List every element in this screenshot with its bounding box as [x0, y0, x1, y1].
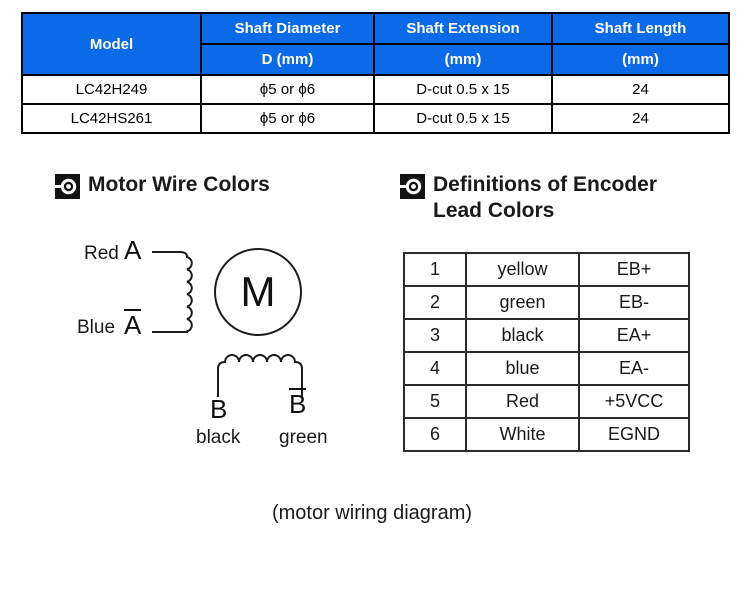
section-title-line1: Definitions of Encoder — [433, 173, 658, 196]
encoder-lead-colors-heading: Definitions of Encoder Lead Colors — [400, 172, 657, 224]
encoder-signal: EA- — [578, 351, 690, 386]
spec-header-shaft-extension: Shaft Extension — [373, 12, 553, 45]
section-title: Definitions of Encoder Lead Colors — [433, 172, 657, 224]
encoder-color: black — [465, 318, 580, 353]
motor-circle — [214, 248, 302, 336]
encoder-color: White — [465, 417, 580, 452]
section-title-line2: Lead Colors — [433, 199, 555, 222]
encoder-row: 3 black EA+ — [403, 318, 690, 353]
spec-cell-extension: D-cut 0.5 x 15 — [373, 74, 553, 105]
spec-table: Model Shaft Diameter Shaft Extension Sha… — [21, 12, 730, 134]
encoder-color: Red — [465, 384, 580, 419]
encoder-color: blue — [465, 351, 580, 386]
spec-table-row: LC42HS261 ϕ5 or ϕ6 D-cut 0.5 x 15 24 — [21, 103, 730, 134]
target-bullet-icon — [55, 174, 80, 199]
spec-table-row: LC42H249 ϕ5 or ϕ6 D-cut 0.5 x 15 24 — [21, 74, 730, 105]
encoder-pin: 3 — [403, 318, 467, 353]
spec-table-header-row-1: Model Shaft Diameter Shaft Extension Sha… — [21, 12, 730, 76]
spec-subheader-shaft-length: (mm) — [551, 43, 730, 76]
encoder-row: 2 green EB- — [403, 285, 690, 320]
spec-header-shaft-diameter: Shaft Diameter — [200, 12, 375, 45]
spec-subheader-shaft-extension: (mm) — [373, 43, 553, 76]
wiring-lines — [152, 248, 303, 397]
phase-a-bar-wire-color-label: Blue — [77, 317, 116, 338]
encoder-pin: 4 — [403, 351, 467, 386]
encoder-pin: 1 — [403, 252, 467, 287]
encoder-row: 6 White EGND — [403, 417, 690, 452]
spec-cell-extension: D-cut 0.5 x 15 — [373, 103, 553, 134]
phase-a-label: A — [124, 235, 142, 265]
encoder-signal: EB- — [578, 285, 690, 320]
encoder-signal: EA+ — [578, 318, 690, 353]
section-title: Motor Wire Colors — [88, 173, 270, 196]
diagram-caption: (motor wiring diagram) — [271, 502, 473, 524]
encoder-signal: EGND — [578, 417, 690, 452]
encoder-row: 1 yellow EB+ — [403, 252, 690, 287]
encoder-row: 4 blue EA- — [403, 351, 690, 386]
motor-wire-colors-heading: Motor Wire Colors — [55, 172, 270, 199]
encoder-signal: EB+ — [578, 252, 690, 287]
spec-cell-diameter: ϕ5 or ϕ6 — [200, 103, 375, 134]
motor-symbol: M — [240, 268, 276, 315]
phase-a-bar-letter: A — [124, 309, 142, 340]
encoder-color: green — [465, 285, 580, 320]
phase-b-bar-wire-color-label: green — [279, 427, 328, 448]
encoder-row: 5 Red +5VCC — [403, 384, 690, 419]
encoder-pin: 5 — [403, 384, 467, 419]
phase-b-bar-letter: B — [289, 388, 307, 419]
encoder-color: yellow — [465, 252, 580, 287]
spec-subheader-shaft-diameter: D (mm) — [200, 43, 375, 76]
target-bullet-icon — [400, 174, 425, 199]
phase-b-wire-color-label: black — [196, 427, 241, 448]
encoder-pin: 6 — [403, 417, 467, 452]
motor-wiring-diagram: Red A Blue A M B B black green — [68, 233, 328, 458]
spec-cell-length: 24 — [551, 103, 730, 134]
spec-cell-length: 24 — [551, 74, 730, 105]
spec-cell-model: LC42HS261 — [21, 103, 202, 134]
encoder-lead-colors-table: 1 yellow EB+ 2 green EB- 3 black EA+ 4 b… — [403, 252, 690, 452]
spec-cell-model: LC42H249 — [21, 74, 202, 105]
phase-b-label: B — [210, 394, 228, 424]
encoder-pin: 2 — [403, 285, 467, 320]
phase-b-bar-label: B — [289, 388, 307, 419]
spec-header-shaft-length: Shaft Length — [551, 12, 730, 45]
spec-header-model: Model — [21, 12, 202, 76]
spec-table-header-row-2: D (mm) (mm) (mm) — [22, 43, 730, 76]
encoder-signal: +5VCC — [578, 384, 690, 419]
phase-a-bar-label: A — [124, 309, 142, 340]
phase-a-wire-color-label: Red — [84, 243, 119, 264]
spec-cell-diameter: ϕ5 or ϕ6 — [200, 74, 375, 105]
